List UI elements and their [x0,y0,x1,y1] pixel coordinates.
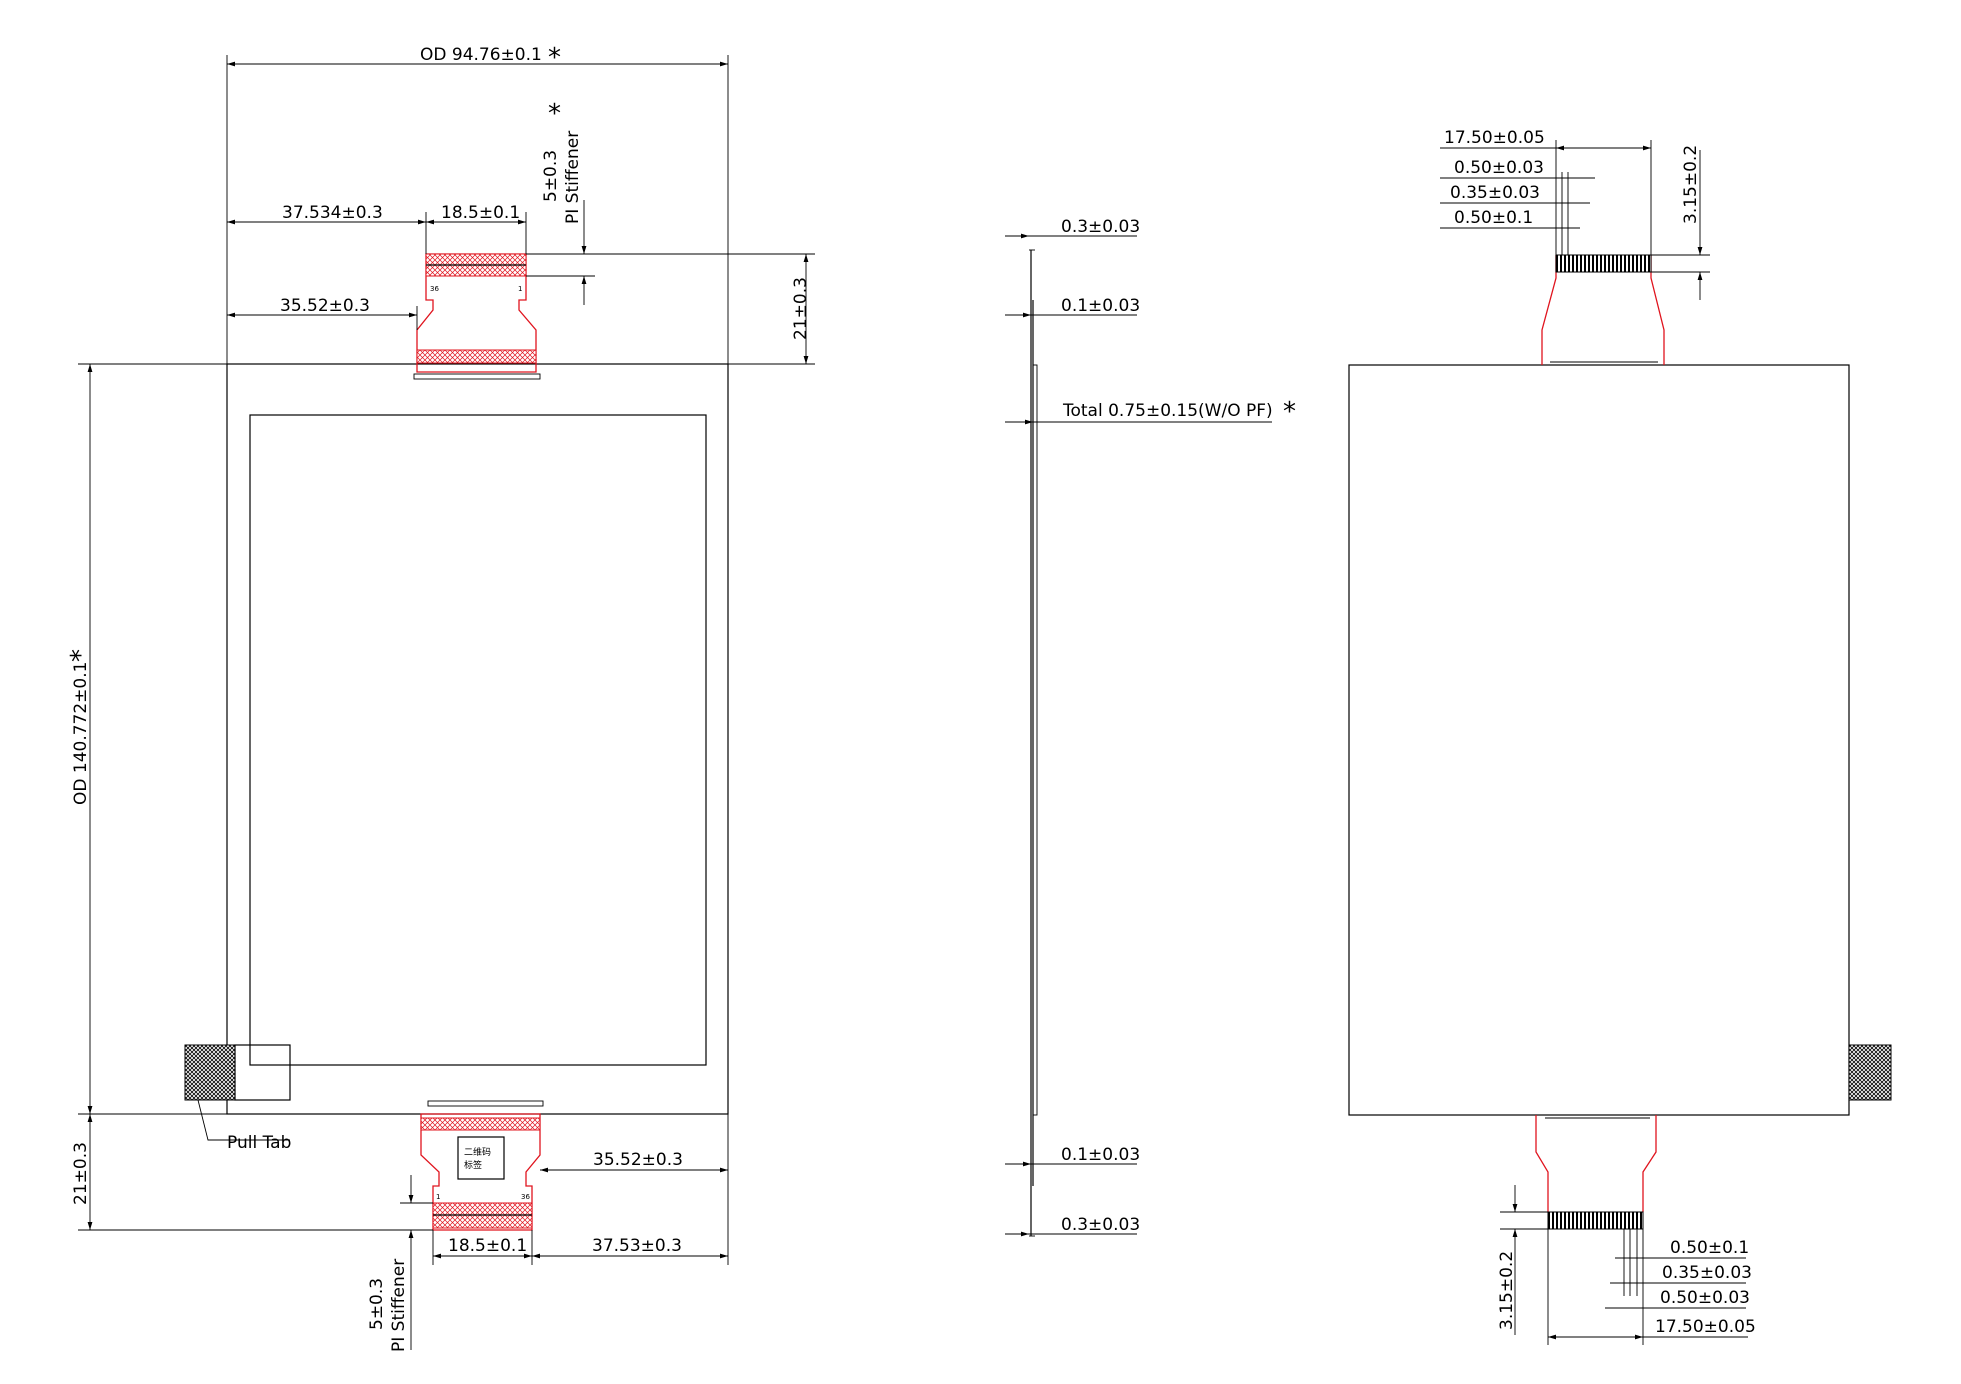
top-pitch-a-label: 0.50±0.03 [1454,158,1544,178]
bottom-pitch-a-label: 0.50±0.03 [1660,1288,1750,1308]
bottom-pin-label-right: 36 [521,1193,530,1201]
bottom-gap-label: 0.35±0.03 [1662,1263,1752,1283]
top-stiffener-offset-label: 35.52±0.3 [280,296,370,316]
side-total-label: Total 0.75±0.15(W/O PF) [1062,401,1273,421]
side-bottom-outer-label: 0.3±0.03 [1061,1215,1140,1235]
top-fpc: 36 1 [413,253,541,380]
back-panel-outline [1348,364,1850,1116]
od-height-label: OD 140.772±0.1 [71,662,91,805]
side-bottom-inner-label: 0.1±0.03 [1061,1145,1140,1165]
top-width-label: 17.50±0.05 [1444,128,1545,148]
pull-tab-label: Pull Tab [227,1133,291,1153]
bottom-stiffener-offset-label: 35.52±0.3 [593,1150,683,1170]
top-stiffener-length-label: 5±0.3 [541,150,561,202]
bottom-contact-length-label: 3.15±0.2 [1497,1251,1517,1330]
top-fpc-length-label: 21±0.3 [791,277,811,340]
top-pin-label-left: 36 [430,285,439,293]
top-gap-label: 0.35±0.03 [1450,183,1540,203]
qr-label-line2: 标签 [464,1159,482,1171]
bottom-width-label: 17.50±0.05 [1655,1317,1756,1337]
bottom-stiffener-name: PI Stiffener [389,1259,409,1352]
top-fpc-width-label: 18.5±0.1 [441,203,520,223]
top-pitch-b-label: 0.50±0.1 [1454,208,1533,228]
panel-outline [226,363,729,1115]
front-view: 36 1 二维码 标签 1 36 Pull Tab OD 94.76±0.1 [66,43,815,1352]
side-top-inner-label: 0.1±0.03 [1061,296,1140,316]
bottom-stiffener-length-label: 5±0.3 [367,1278,387,1330]
od-width-label: OD 94.76±0.1 [420,45,542,65]
qr-label-line1: 二维码 [464,1146,491,1158]
bottom-pin-label-left: 1 [436,1193,440,1201]
top-stiffener-name: PI Stiffener [563,131,583,224]
bottom-pitch-b-label: 0.50±0.1 [1670,1238,1749,1258]
active-area [249,414,707,1066]
side-total-star: * [1283,397,1296,427]
bottom-right-offset-label: 37.53±0.3 [592,1236,682,1256]
od-width-star: * [548,43,561,73]
top-stiffener-star: * [548,99,561,129]
side-view: 0.3±0.03 0.1±0.03 Total 0.75±0.15(W/O PF… [1005,217,1296,1237]
bottom-fpc-width-label: 18.5±0.1 [448,1236,527,1256]
top-left-offset-label: 37.534±0.3 [282,203,383,223]
pull-tab: Pull Tab [184,1044,291,1153]
bottom-fpc: 二维码 标签 1 36 [420,1100,544,1231]
back-view: 17.50±0.05 0.50±0.03 0.35±0.03 0.50±0.1 … [1348,128,1892,1345]
top-contact-length-label: 3.15±0.2 [1681,145,1701,224]
od-height-star: * [66,649,96,662]
top-pin-label-right: 1 [518,285,522,293]
side-top-outer-label: 0.3±0.03 [1061,217,1140,237]
bottom-fpc-length-label: 21±0.3 [71,1142,91,1205]
qr-code-label [457,1136,505,1180]
